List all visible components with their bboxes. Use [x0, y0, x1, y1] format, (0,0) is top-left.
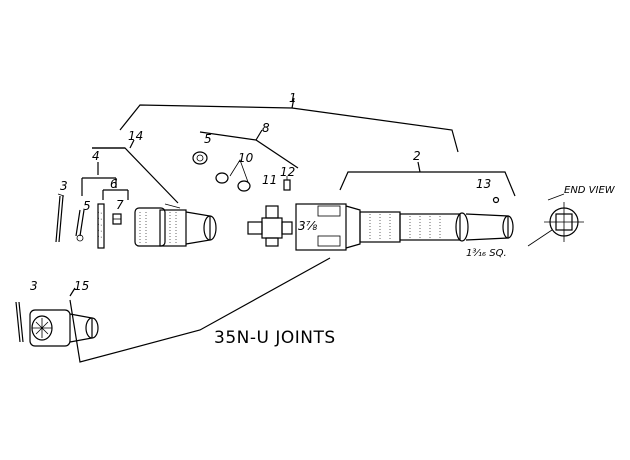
bracket-14 [92, 147, 179, 204]
bushing-part-9 [192, 151, 208, 165]
yoke-part-15 [29, 309, 99, 347]
main-yoke [295, 203, 361, 251]
cross-part-11 [247, 205, 293, 247]
pin-part-5 [75, 209, 85, 242]
diagram-title: 35N-U JOINTS [214, 328, 336, 348]
bracket-15 [69, 257, 331, 363]
callout-7: 7 [116, 198, 124, 212]
pin-part-3-lower [15, 301, 24, 343]
end-view-label: END VIEW [564, 185, 616, 196]
callout-13: 13 [476, 177, 491, 191]
callout-15: 15 [74, 279, 89, 293]
end-view [527, 193, 584, 247]
callout-10: 10 [238, 151, 254, 165]
size-label-square: 1³⁄₁₆ SQ. [466, 248, 507, 259]
callout-4: 4 [92, 149, 100, 163]
callout-11: 11 [262, 173, 277, 187]
callout-5-lower: 5 [83, 199, 91, 213]
callout-14: 14 [128, 129, 143, 143]
shaft-part-2 [359, 196, 514, 243]
callout-8: 8 [262, 121, 270, 135]
callout-3-upper: 3 [60, 179, 68, 193]
bracket-1 [119, 104, 459, 153]
callout-3-lower: 3 [30, 279, 38, 293]
fitting-part-12 [283, 176, 291, 191]
bracket-2 [339, 171, 516, 197]
callout-12: 12 [280, 165, 295, 179]
callout-6: 6 [110, 177, 118, 191]
bushing-part-10 [215, 159, 251, 192]
pin-part-3-upper [55, 193, 65, 243]
callout-1: 1 [289, 91, 297, 105]
bolt-part-6 [97, 203, 105, 249]
size-label-length: 3⅞ [298, 219, 318, 233]
bracket-4-6 [81, 162, 129, 200]
yoke-part-14 [134, 203, 217, 247]
callout-5-upper: 5 [204, 132, 212, 146]
callout-2: 2 [413, 149, 421, 163]
nut-part-7 [112, 213, 122, 225]
